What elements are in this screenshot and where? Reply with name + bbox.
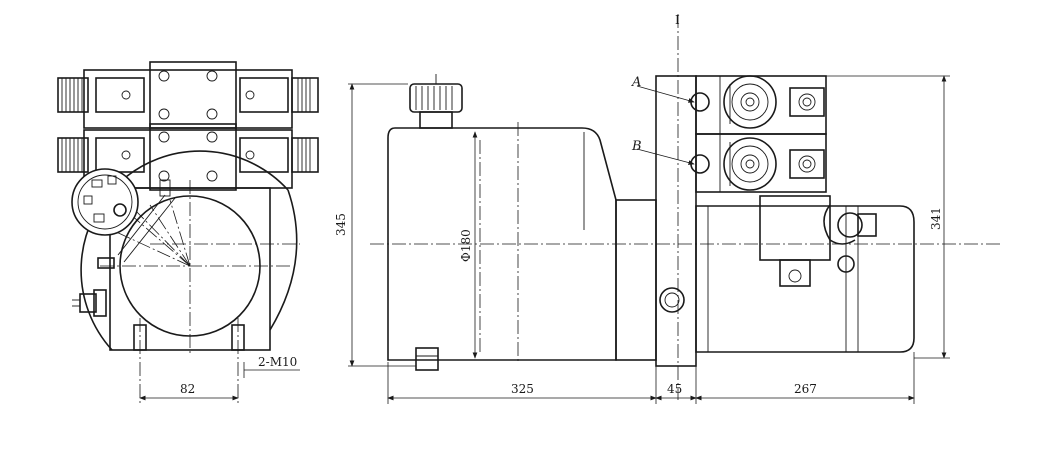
motor [695,195,915,353]
front-view [57,61,319,405]
dim-82-label: 82 [180,382,195,396]
thread-callout: 2-M10 [243,355,300,378]
lower-valve [57,123,319,191]
dim-341-label: 341 [929,207,943,230]
dim-345-label: 345 [334,213,348,236]
dimension-diameter: Φ180 [459,131,478,359]
upper-valve [57,61,319,129]
dim-45-label: 45 [667,382,682,396]
port-a-label: A [631,75,641,90]
side-valve-upper [690,75,827,135]
port-b-callout: B [631,139,695,165]
dim-267-label: 267 [794,382,817,396]
thread-label: 2-M10 [258,355,297,369]
dim-diameter-label: Φ180 [459,229,473,262]
bottom-dimensions: 325 45 267 [387,352,915,404]
dim-325-label: 325 [511,382,534,396]
front-dimension-82: 82 [139,382,239,401]
dimension-341: 341 [696,75,950,359]
relief-valve-disc [71,168,176,263]
port-b-label: B [631,139,642,154]
section-mark: I [675,13,680,27]
filler-cap [409,74,463,129]
side-valve-lower [690,133,827,193]
dimension-345: 345 [334,83,416,367]
side-view [370,14,1000,400]
port-a-callout: A [631,75,695,103]
